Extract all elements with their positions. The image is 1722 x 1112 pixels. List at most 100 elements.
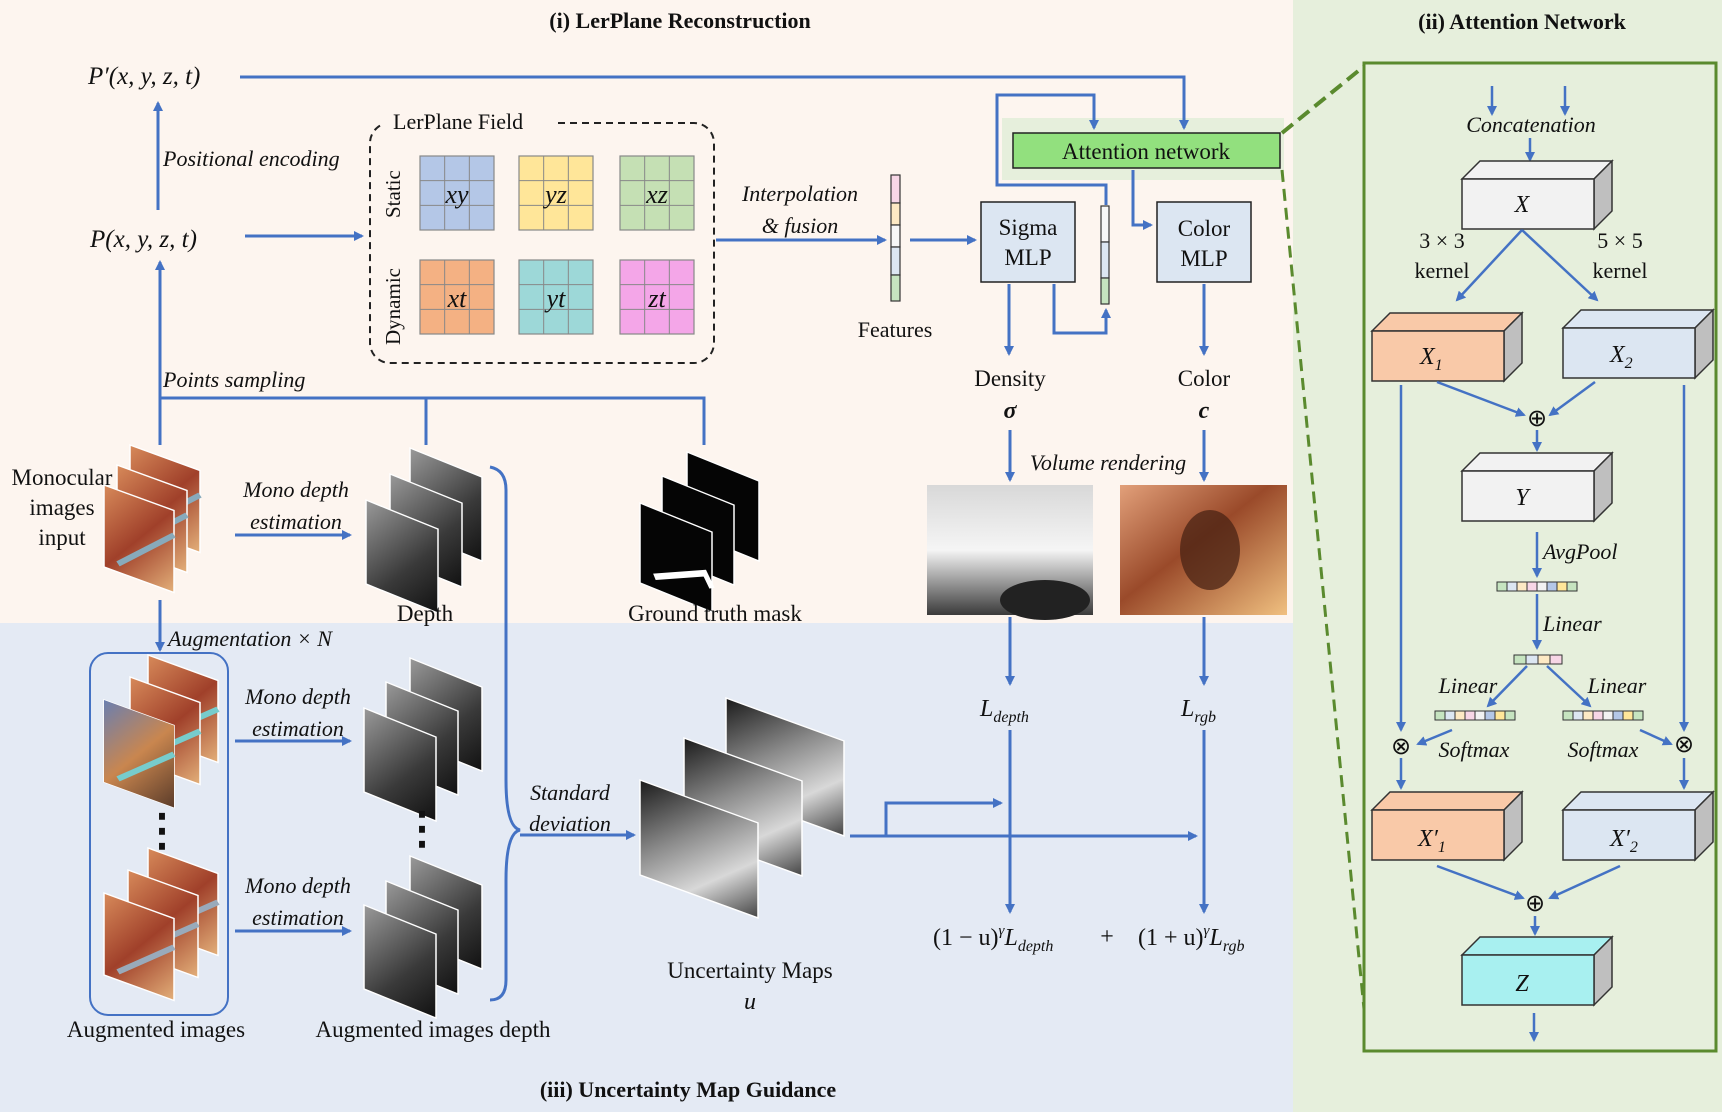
features-label: Features	[858, 317, 933, 342]
linear-label-2: Linear	[1438, 673, 1498, 698]
arrow-softmax-right-to-mult	[1639, 728, 1673, 746]
box-x2	[1561, 308, 1715, 380]
box-x1-prime	[1370, 790, 1524, 862]
rendered-depth-detail	[1000, 580, 1090, 620]
volume-rendering-label: Volume rendering	[1030, 450, 1186, 475]
augmented-images-box	[89, 652, 229, 1016]
lerplane-field-box	[369, 122, 715, 364]
mono-input-stack	[103, 443, 202, 594]
attention-network-label: Attention network	[1062, 139, 1230, 164]
loss-formula-right: (1 + u)γLrgb	[1138, 923, 1244, 955]
uncertainty-maps-symbol: u	[744, 989, 756, 1015]
field-title-bg	[384, 110, 556, 136]
p-prime-label: P′(x, y, z, t)	[87, 63, 200, 90]
color-mlp-label-2: MLP	[1180, 246, 1227, 271]
gt-mask-stack	[639, 450, 760, 614]
linear-label-1: Linear	[1542, 611, 1602, 636]
arrow-sigma-to-vector	[1052, 284, 1111, 335]
arrow-maps-to-ldepth	[884, 798, 1003, 836]
sum-symbol-1: ⊕	[1527, 406, 1547, 432]
depth-stack	[365, 446, 483, 615]
arrow-linear-right	[1546, 665, 1592, 708]
y-label: Y	[1515, 485, 1531, 511]
aug-mono-depth-2a: Mono depth	[244, 873, 351, 898]
monoStack-slide	[103, 483, 176, 594]
mono-depth-label-2: estimation	[250, 509, 342, 534]
softmax-vector-left	[1434, 710, 1516, 721]
arrow-pprime-to-attention	[240, 75, 1189, 130]
augBot-slide	[103, 891, 176, 1002]
box-x1	[1370, 311, 1524, 383]
x1-label: X1	[1419, 344, 1443, 374]
gt-mask-label: Ground truth mask	[628, 601, 802, 626]
augmentation-label: Augmentation × N	[166, 626, 333, 651]
uncertainty-maps-stack	[639, 696, 845, 919]
x2-label: X2	[1609, 342, 1633, 372]
arrow-x-to-x1	[1455, 229, 1523, 302]
augTop-slide	[103, 698, 176, 809]
density-label: Density	[974, 366, 1046, 391]
aug-mono-depth-1a: Mono depth	[244, 684, 351, 709]
kernel3-label-2: kernel	[1415, 258, 1470, 283]
linear-vector	[1513, 654, 1563, 665]
augmented-stack-top	[103, 653, 220, 809]
softmax-label-left: Softmax	[1439, 737, 1510, 762]
std-label-1: Standard	[530, 780, 611, 805]
arrow-x-to-x2	[1521, 229, 1599, 302]
mono-input-label-2: images	[29, 495, 94, 520]
mono-depth-label-1: Mono depth	[242, 477, 349, 502]
plane-yz: yz	[518, 155, 594, 231]
static-label: Static	[381, 170, 405, 218]
rendered-rgb-detail	[1180, 510, 1240, 590]
augmented-depth-label: Augmented images depth	[315, 1017, 551, 1042]
concatenation-label: Concatenation	[1466, 112, 1596, 137]
attention-zoom-line-bottom	[1280, 169, 1370, 1051]
sigma-mlp-box	[980, 201, 1076, 283]
attention-section-title: (ii) Attention Network	[1418, 9, 1627, 34]
arrow-x1p-to-sum	[1436, 864, 1525, 900]
aug-dots-depth: ⋮	[400, 804, 444, 853]
lerplane-section-title: (i) LerPlane Reconstruction	[549, 8, 811, 33]
plane-xy: xy	[419, 155, 495, 231]
arrow-x2p-to-sum	[1548, 864, 1621, 900]
aug-depth-stack-top	[363, 656, 483, 823]
plane-label-yt: yt	[544, 284, 567, 313]
augmented-images-label: Augmented images	[67, 1017, 245, 1042]
color-symbol: c	[1199, 398, 1210, 424]
interp-label-2: & fusion	[762, 213, 838, 238]
sigma-mlp-label-2: MLP	[1004, 245, 1051, 270]
arrow-x1-to-sum	[1436, 380, 1526, 417]
avgpool-vector	[1496, 581, 1578, 592]
arrow-linear-left	[1486, 665, 1528, 708]
uncertainty-section-title: (iii) Uncertainty Map Guidance	[540, 1077, 837, 1102]
x2-prime-label: X′2	[1609, 826, 1638, 856]
l-depth-label: Ldepth	[979, 696, 1029, 726]
dynamic-label: Dynamic	[381, 268, 405, 345]
x-label: X	[1514, 192, 1531, 218]
points-sampling-label: Points sampling	[162, 367, 305, 392]
features-vector	[890, 174, 901, 302]
augmented-stack-bottom	[103, 846, 220, 1002]
kernel5-label-1: 5 × 5	[1597, 228, 1642, 253]
sampling-bracket	[160, 396, 706, 445]
arrow-vector-to-attention	[995, 93, 1108, 205]
box-x2-prime	[1561, 790, 1715, 862]
sum-symbol-2: ⊕	[1525, 891, 1545, 917]
positional-encoding-label: Positional encoding	[162, 146, 340, 171]
density-symbol: σ	[1004, 398, 1018, 424]
plane-label-yz: yz	[542, 180, 567, 209]
aug-mono-depth-1b: estimation	[252, 716, 344, 741]
aug-dots-images: ⋮	[140, 806, 184, 855]
plane-xt: xt	[419, 259, 495, 335]
p-label: P(x, y, z, t)	[89, 226, 197, 253]
arrow-x2-to-sum	[1548, 380, 1596, 417]
x1-prime-label: X′1	[1417, 826, 1446, 856]
uncertainty-maps-label: Uncertainty Maps	[667, 958, 832, 983]
field-title: LerPlane Field	[393, 109, 523, 134]
box-x	[1460, 159, 1614, 231]
kernel3-label-1: 3 × 3	[1419, 228, 1464, 253]
augDepthTop-slide	[363, 706, 437, 823]
std-brace	[489, 465, 521, 1002]
uncStack-slide	[639, 778, 759, 919]
mult-symbol-left: ⊗	[1391, 734, 1411, 760]
